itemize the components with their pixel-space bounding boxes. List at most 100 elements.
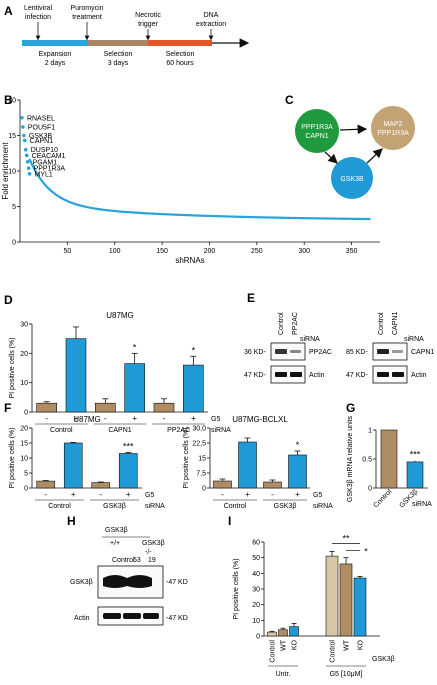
- edge-1-3: [324, 151, 338, 164]
- i-y-tick-label: 10: [252, 618, 260, 625]
- group-label: PP2AC: [167, 427, 190, 434]
- h-bands-gsk3b: [103, 575, 152, 588]
- e-left-col-pp2ac: PP2AC: [292, 312, 299, 335]
- b-x-tick-label: 200: [204, 248, 216, 255]
- i-bar: [289, 626, 299, 637]
- y-tick-label: 10: [20, 456, 28, 463]
- b-enrichment-curve: [28, 158, 371, 221]
- row-label: siRNA: [145, 503, 165, 510]
- sign-label: -: [45, 414, 48, 423]
- b-gene-label: PGAM1: [33, 159, 58, 166]
- sign-label: +: [245, 490, 250, 499]
- i-bar: [339, 563, 353, 637]
- i-bar: [267, 631, 277, 637]
- treatment-label: G5: [313, 492, 322, 499]
- group-label: Control: [50, 427, 73, 434]
- h-actin-band-2: [123, 613, 141, 619]
- e-right-kd-2: 47 KD-: [346, 372, 368, 379]
- group-label: Control: [224, 503, 247, 510]
- bar-expansion: [22, 40, 88, 46]
- y-axis-title: PI positive cells (%): [183, 427, 190, 488]
- i-row-label: GSK3β: [372, 656, 395, 663]
- e-right-band-2: [392, 350, 403, 353]
- h-kd-2: -47 KD: [166, 615, 188, 622]
- i-group-label: G5 [10μM]: [330, 671, 363, 678]
- panel-label-g: G: [346, 401, 355, 415]
- phase-selection-1-duration: 3 days: [108, 60, 129, 67]
- significance-star: ***: [123, 442, 134, 452]
- b-y-tick-label: 15: [8, 133, 16, 140]
- h-header: GSK3β: [105, 527, 128, 534]
- b-gene-label: CAPN1: [30, 138, 53, 145]
- g-bar: [406, 461, 424, 489]
- e-right-band-1: [377, 349, 389, 354]
- node-gsk3b: [331, 157, 373, 199]
- panel-h: H GSK3β +/+ GSK3β -/- Control 63 19 GSK3…: [67, 514, 188, 626]
- b-gene-label: MYL1: [35, 171, 53, 178]
- bar: [213, 480, 232, 489]
- bar: [91, 482, 111, 489]
- phase-expansion: Expansion: [39, 51, 72, 58]
- node-map2-ppp1r3a: [371, 106, 415, 150]
- edge-3-2: [366, 148, 383, 164]
- bar: [118, 453, 138, 489]
- y-tick-label: 22,5: [192, 441, 206, 448]
- b-x-tick-label: 150: [156, 248, 168, 255]
- b-y-tick-label: 0: [12, 240, 16, 247]
- panel-label-c: C: [285, 93, 294, 107]
- bar: [238, 441, 257, 489]
- e-left-col-control: Control: [278, 312, 285, 335]
- group-label: GSK3β: [103, 503, 126, 510]
- step-dna: DNA: [204, 12, 219, 19]
- i-y-tick-label: 30: [252, 587, 260, 594]
- bar: [288, 454, 307, 489]
- y-tick-label: 30: [20, 322, 28, 329]
- i-significance-1: **: [342, 533, 350, 543]
- y-tick-label: 10: [20, 380, 28, 387]
- h-lane-19: 19: [148, 557, 156, 564]
- y-tick-label: 15: [198, 456, 206, 463]
- h-band-actin: Actin: [74, 615, 90, 622]
- i-bar: [325, 555, 339, 637]
- significance-star: *: [296, 440, 300, 450]
- g-category-label: Control: [372, 488, 393, 509]
- b-data-point: [22, 138, 27, 143]
- chart-title: U87MG: [106, 311, 134, 320]
- bar: [263, 481, 282, 489]
- e-left-band-pp2ac: PP2AC: [309, 349, 332, 356]
- e-right-band-capn1: CAPN1: [411, 349, 434, 356]
- phase-selection-2-duration: 60 hours: [166, 60, 194, 67]
- sign-label: +: [74, 414, 79, 423]
- b-x-tick-label: 100: [109, 248, 121, 255]
- i-bar: [278, 629, 288, 637]
- b-data-point: [21, 125, 25, 129]
- panel-label-a: A: [4, 4, 13, 18]
- h-lane-63: 63: [133, 557, 141, 564]
- step-necrotic: Necrotic: [135, 12, 161, 19]
- y-tick-label: 20: [20, 426, 28, 433]
- g-y-tick-label: 0: [368, 486, 372, 493]
- e-right-band-3: [377, 372, 389, 377]
- i-category-label: Control: [270, 640, 277, 663]
- bar: [36, 480, 56, 489]
- treatment-label: G5: [211, 416, 220, 423]
- h-genotype-ko: -/-: [145, 549, 152, 556]
- b-gene-label: RNASEL: [27, 115, 55, 122]
- g-significance-star: ***: [410, 450, 421, 460]
- step-extraction: extraction: [196, 21, 226, 28]
- step-infection: infection: [25, 14, 51, 21]
- chart-title: U87MG-BCLXL: [232, 415, 288, 424]
- step-lentiviral: Lentiviral: [24, 5, 52, 12]
- y-tick-label: 0: [24, 410, 28, 417]
- sign-label: -: [44, 490, 47, 499]
- e-left-band-2: [290, 350, 301, 353]
- phase-selection-2: Selection: [166, 51, 195, 58]
- sign-label: +: [295, 490, 300, 499]
- sign-label: +: [132, 414, 137, 423]
- e-left-sirna: siRNA: [300, 336, 320, 343]
- i-significance-2: *: [364, 546, 368, 556]
